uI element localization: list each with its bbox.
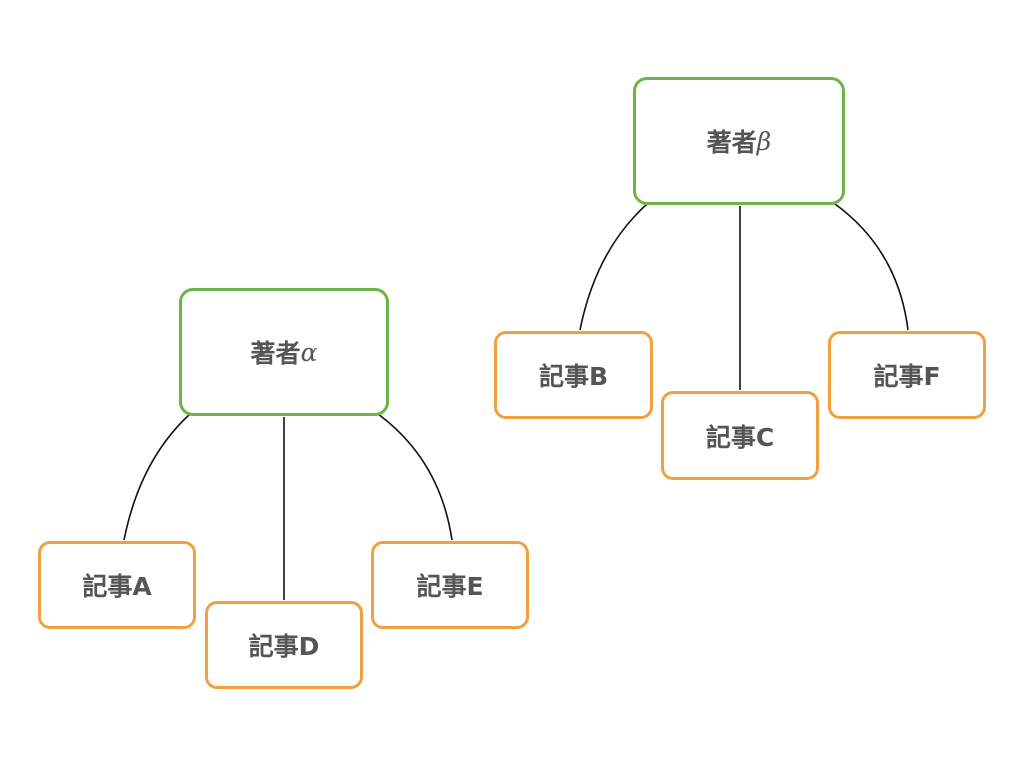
edge-alpha-e	[377, 413, 453, 541]
article-d-node: 記事D	[205, 601, 363, 689]
article-f-label: 記事F	[873, 362, 941, 391]
author-alpha-prefix: 著者	[250, 339, 301, 368]
edge-alpha-a	[123, 413, 191, 541]
edge-beta-b	[579, 203, 648, 331]
author-beta-greek: β	[756, 126, 772, 156]
author-alpha-greek: α	[300, 337, 318, 367]
article-a-node: 記事A	[38, 541, 196, 629]
article-b-node: 記事B	[494, 331, 653, 419]
author-beta-prefix: 著者	[706, 128, 757, 157]
article-e-node: 記事E	[371, 541, 529, 629]
article-f-node: 記事F	[828, 331, 986, 419]
article-d-label: 記事D	[248, 632, 320, 661]
article-c-label: 記事C	[705, 422, 775, 452]
article-a-label: 記事A	[82, 572, 152, 601]
article-e-label: 記事E	[416, 572, 484, 601]
edge-beta-f	[834, 203, 909, 331]
article-c-node: 記事C	[661, 391, 819, 480]
article-b-label: 記事B	[538, 362, 609, 391]
